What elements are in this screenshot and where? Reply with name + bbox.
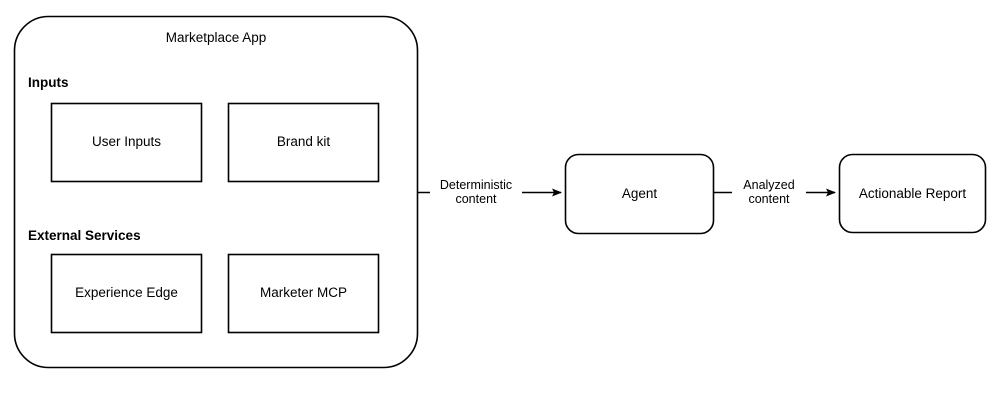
edge-label-analyzed-content: Analyzed content	[732, 178, 806, 206]
edge-label-line-2: content	[732, 192, 806, 206]
node-label-marketer-mcp: Marketer MCP	[259, 285, 347, 300]
node-label-actionable-report: Actionable Report	[858, 186, 967, 201]
node-label-experience-edge: Experience Edge	[75, 285, 178, 300]
node-label-brand-kit: Brand kit	[276, 134, 331, 149]
edge-label-line-1: Analyzed	[732, 178, 806, 192]
node-marketer-mcp[interactable]	[227, 253, 380, 334]
node-label-agent: Agent	[621, 186, 658, 201]
node-actionable-report[interactable]	[838, 153, 987, 234]
edge-label-deterministic-content: Deterministic content	[430, 178, 522, 206]
section-heading-inputs: Inputs	[28, 75, 69, 90]
node-experience-edge[interactable]	[50, 253, 203, 334]
edge-label-line-2: content	[430, 192, 522, 206]
section-heading-external-services: External Services	[28, 228, 141, 243]
node-user-inputs[interactable]	[50, 102, 203, 183]
node-brand-kit[interactable]	[227, 102, 380, 183]
node-label-user-inputs: User Inputs	[91, 134, 162, 149]
edge-label-line-1: Deterministic	[430, 178, 522, 192]
page-title: Marketplace App	[165, 30, 267, 45]
node-agent[interactable]	[564, 153, 715, 235]
